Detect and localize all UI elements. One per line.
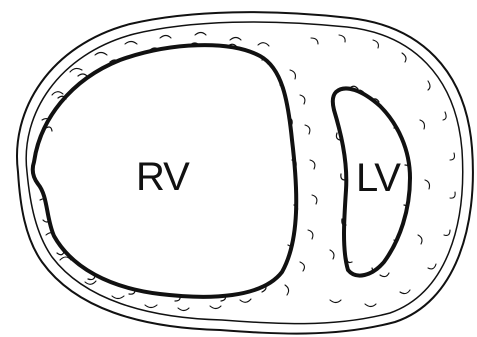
lv-label: LV — [356, 156, 401, 200]
rv-label: RV — [136, 155, 190, 199]
